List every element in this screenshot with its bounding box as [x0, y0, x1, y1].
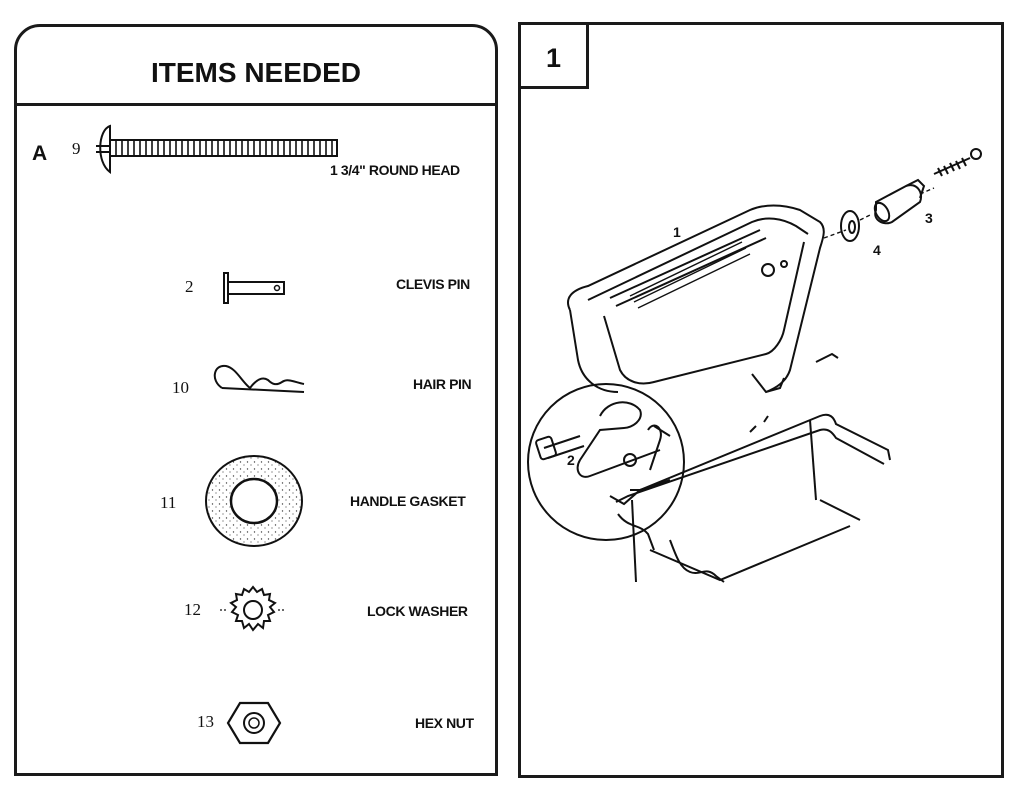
items-title: ITEMS NEEDED	[150, 57, 362, 88]
callout-handle: 3	[925, 210, 933, 226]
round-head-bolt-icon	[96, 124, 338, 174]
item-label-clevis-pin: CLEVIS PIN	[396, 276, 470, 292]
item-number-10: 10	[172, 378, 189, 397]
lock-washer-icon	[220, 585, 286, 632]
item-number-12: 12	[184, 600, 201, 619]
callout-clevis: 2	[567, 452, 575, 468]
item-number-11: 11	[160, 493, 177, 512]
items-header: ITEMS NEEDED	[17, 27, 495, 106]
callout-lid: 1	[673, 224, 681, 240]
hair-pin-icon	[213, 364, 305, 393]
item-label-hex-nut: HEX NUT	[415, 715, 474, 731]
handle-gasket-icon	[205, 455, 303, 547]
clevis-pin-icon	[223, 272, 285, 304]
gasket-part	[840, 210, 860, 242]
grill-lid-assembly-diagram	[527, 148, 982, 583]
step-number: 1	[545, 43, 562, 73]
section-letter: A	[32, 142, 48, 165]
grill-base	[630, 413, 891, 491]
item-number-13: 13	[197, 712, 214, 731]
grill-lid	[567, 204, 825, 393]
item-label-lock-washer: LOCK WASHER	[367, 603, 468, 619]
item-number-2: 2	[185, 277, 194, 296]
detail-callout-circle	[527, 383, 685, 541]
step-number-box: 1	[521, 25, 589, 89]
callout-gasket: 4	[873, 242, 881, 258]
item-number-9: 9	[72, 139, 81, 158]
item-label-hair-pin: HAIR PIN	[413, 376, 472, 392]
item-label-round-head: 1 3/4" ROUND HEAD	[330, 162, 460, 178]
handle-knob	[874, 184, 922, 225]
item-label-handle-gasket: HANDLE GASKET	[350, 493, 466, 509]
hex-nut-icon	[226, 701, 282, 745]
step-panel: 1	[518, 22, 1004, 778]
